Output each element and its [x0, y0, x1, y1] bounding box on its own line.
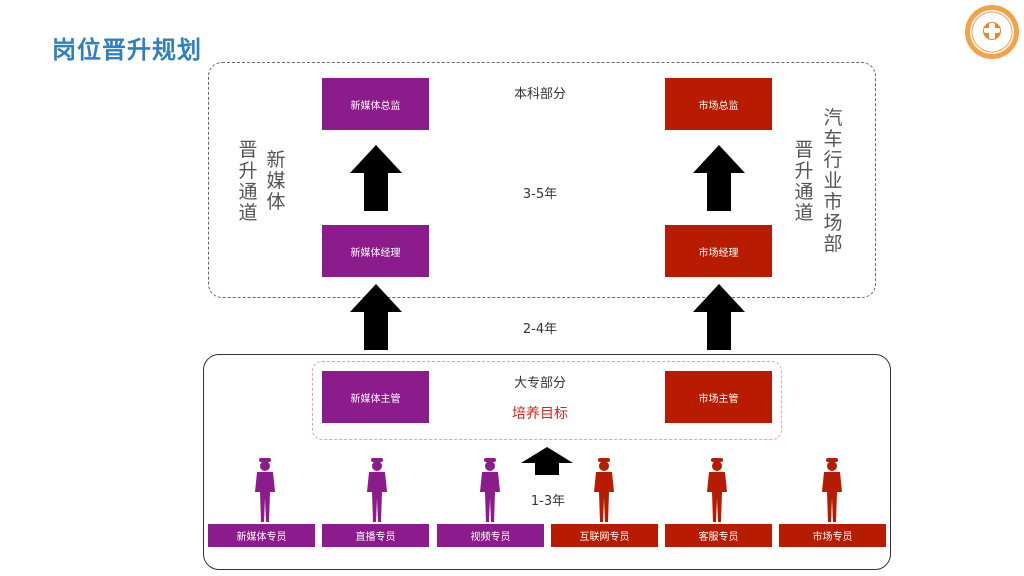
left-channel-label: 晋升通道 [238, 139, 258, 224]
new-media-manager-box: 新媒体经理 [322, 225, 429, 277]
years-2-4-label: 2-4年 [522, 322, 558, 337]
market-manager-box: 市场经理 [665, 225, 772, 277]
up-arrow-icon [693, 145, 745, 211]
years-1-3-label: 1-3年 [530, 494, 566, 509]
specialist-video: 视频专员 [437, 524, 544, 547]
training-target-label: 培养目标 [512, 406, 568, 422]
training-target-zone [312, 361, 782, 440]
specialist-internet: 互联网专员 [551, 524, 658, 547]
new-media-director-box: 新媒体总监 [322, 78, 429, 130]
undergrad-section-label: 本科部分 [513, 87, 566, 102]
school-logo [965, 5, 1019, 59]
years-3-5-label: 3-5年 [522, 187, 558, 202]
specialist-customer-service: 客服专员 [665, 524, 772, 547]
up-arrow-icon [693, 284, 745, 350]
worker-icon [594, 458, 614, 522]
specialist-market: 市场专员 [779, 524, 886, 547]
up-arrow-icon [350, 145, 402, 211]
worker-icon [480, 458, 500, 522]
up-arrow-icon [350, 284, 402, 350]
up-arrow-icon [521, 447, 573, 475]
right-channel-name: 汽车行业市场部 [823, 107, 843, 255]
undergrad-section [208, 62, 876, 298]
worker-icon [255, 458, 275, 522]
market-director-box: 市场总监 [665, 78, 772, 130]
market-supervisor-box: 市场主管 [665, 371, 772, 423]
worker-icon [707, 458, 727, 522]
left-channel-name: 新媒体 [266, 149, 286, 213]
worker-icon [367, 458, 387, 522]
worker-icon [822, 458, 842, 522]
college-section [203, 354, 891, 570]
right-channel-label: 晋升通道 [794, 139, 814, 224]
specialist-live-stream: 直播专员 [322, 524, 429, 547]
specialist-new-media: 新媒体专员 [208, 524, 315, 547]
new-media-supervisor-box: 新媒体主管 [322, 371, 429, 423]
college-section-label: 大专部分 [513, 376, 566, 391]
page-title: 岗位晋升规划 [52, 36, 202, 64]
